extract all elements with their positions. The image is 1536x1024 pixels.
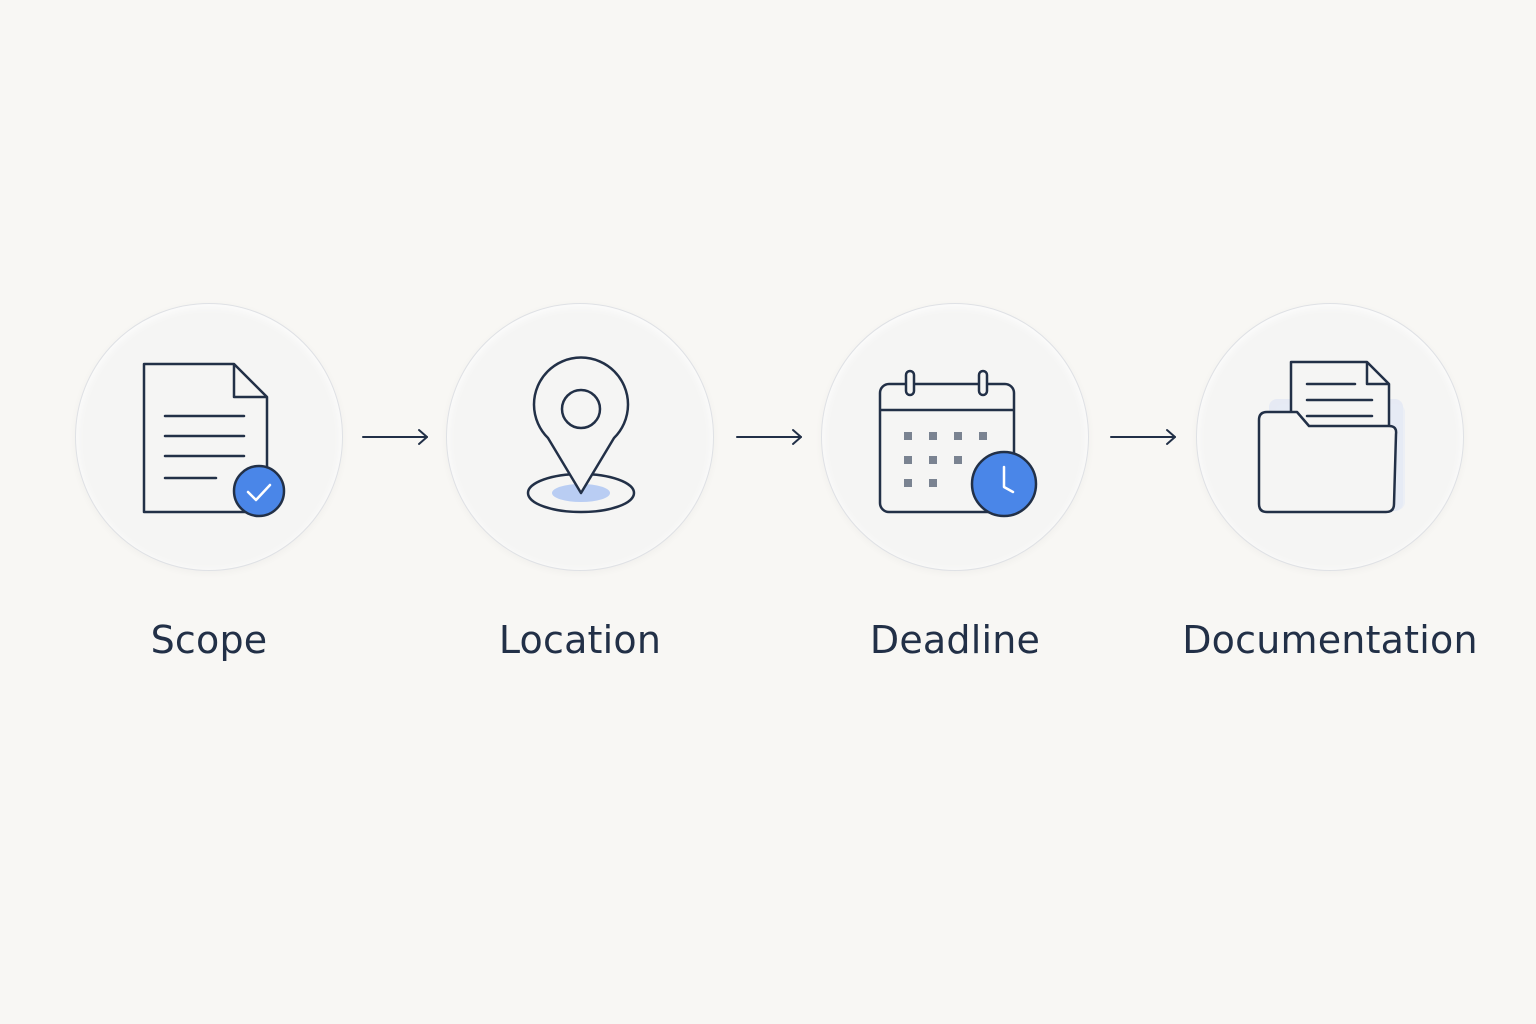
calendar-clock-icon	[878, 369, 1038, 518]
step-scope	[75, 303, 343, 571]
step-label-deadline: Deadline	[869, 618, 1041, 662]
step-scope-circle	[75, 303, 343, 571]
document-check-icon	[142, 362, 286, 518]
map-pin-icon	[526, 356, 636, 514]
folder-document-icon	[1257, 360, 1405, 514]
arrow-right-icon	[361, 425, 431, 449]
step-label-scope: Scope	[150, 618, 268, 662]
step-location	[446, 303, 714, 571]
step-deadline	[821, 303, 1089, 571]
step-label-location: Location	[498, 618, 662, 662]
arrow-right-icon	[1109, 425, 1179, 449]
step-location-circle	[446, 303, 714, 571]
step-documentation-circle	[1196, 303, 1464, 571]
step-documentation	[1196, 303, 1464, 571]
step-label-documentation: Documentation	[1182, 618, 1478, 662]
step-deadline-circle	[821, 303, 1089, 571]
arrow-right-icon	[735, 425, 805, 449]
